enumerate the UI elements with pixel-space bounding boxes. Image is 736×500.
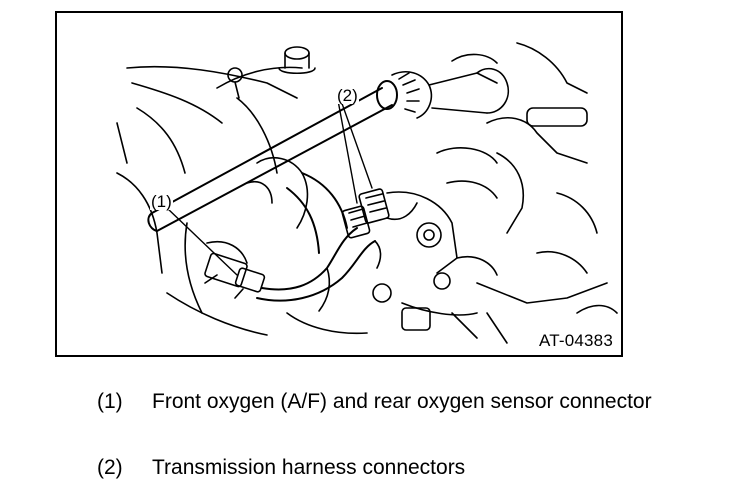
legend-number: (2)	[97, 456, 123, 479]
legend-number: (1)	[97, 390, 123, 413]
figure-frame: (2) (1) AT-04383	[55, 11, 623, 357]
figure-id: AT-04383	[538, 331, 613, 350]
legend-text: Transmission harness connectors	[152, 456, 466, 479]
legend-text: Front oxygen (A/F) and rear oxygen senso…	[152, 390, 652, 413]
callout-2: (2)	[336, 86, 359, 105]
callout-1: (1)	[150, 192, 173, 211]
engine-illustration	[116, 42, 618, 344]
